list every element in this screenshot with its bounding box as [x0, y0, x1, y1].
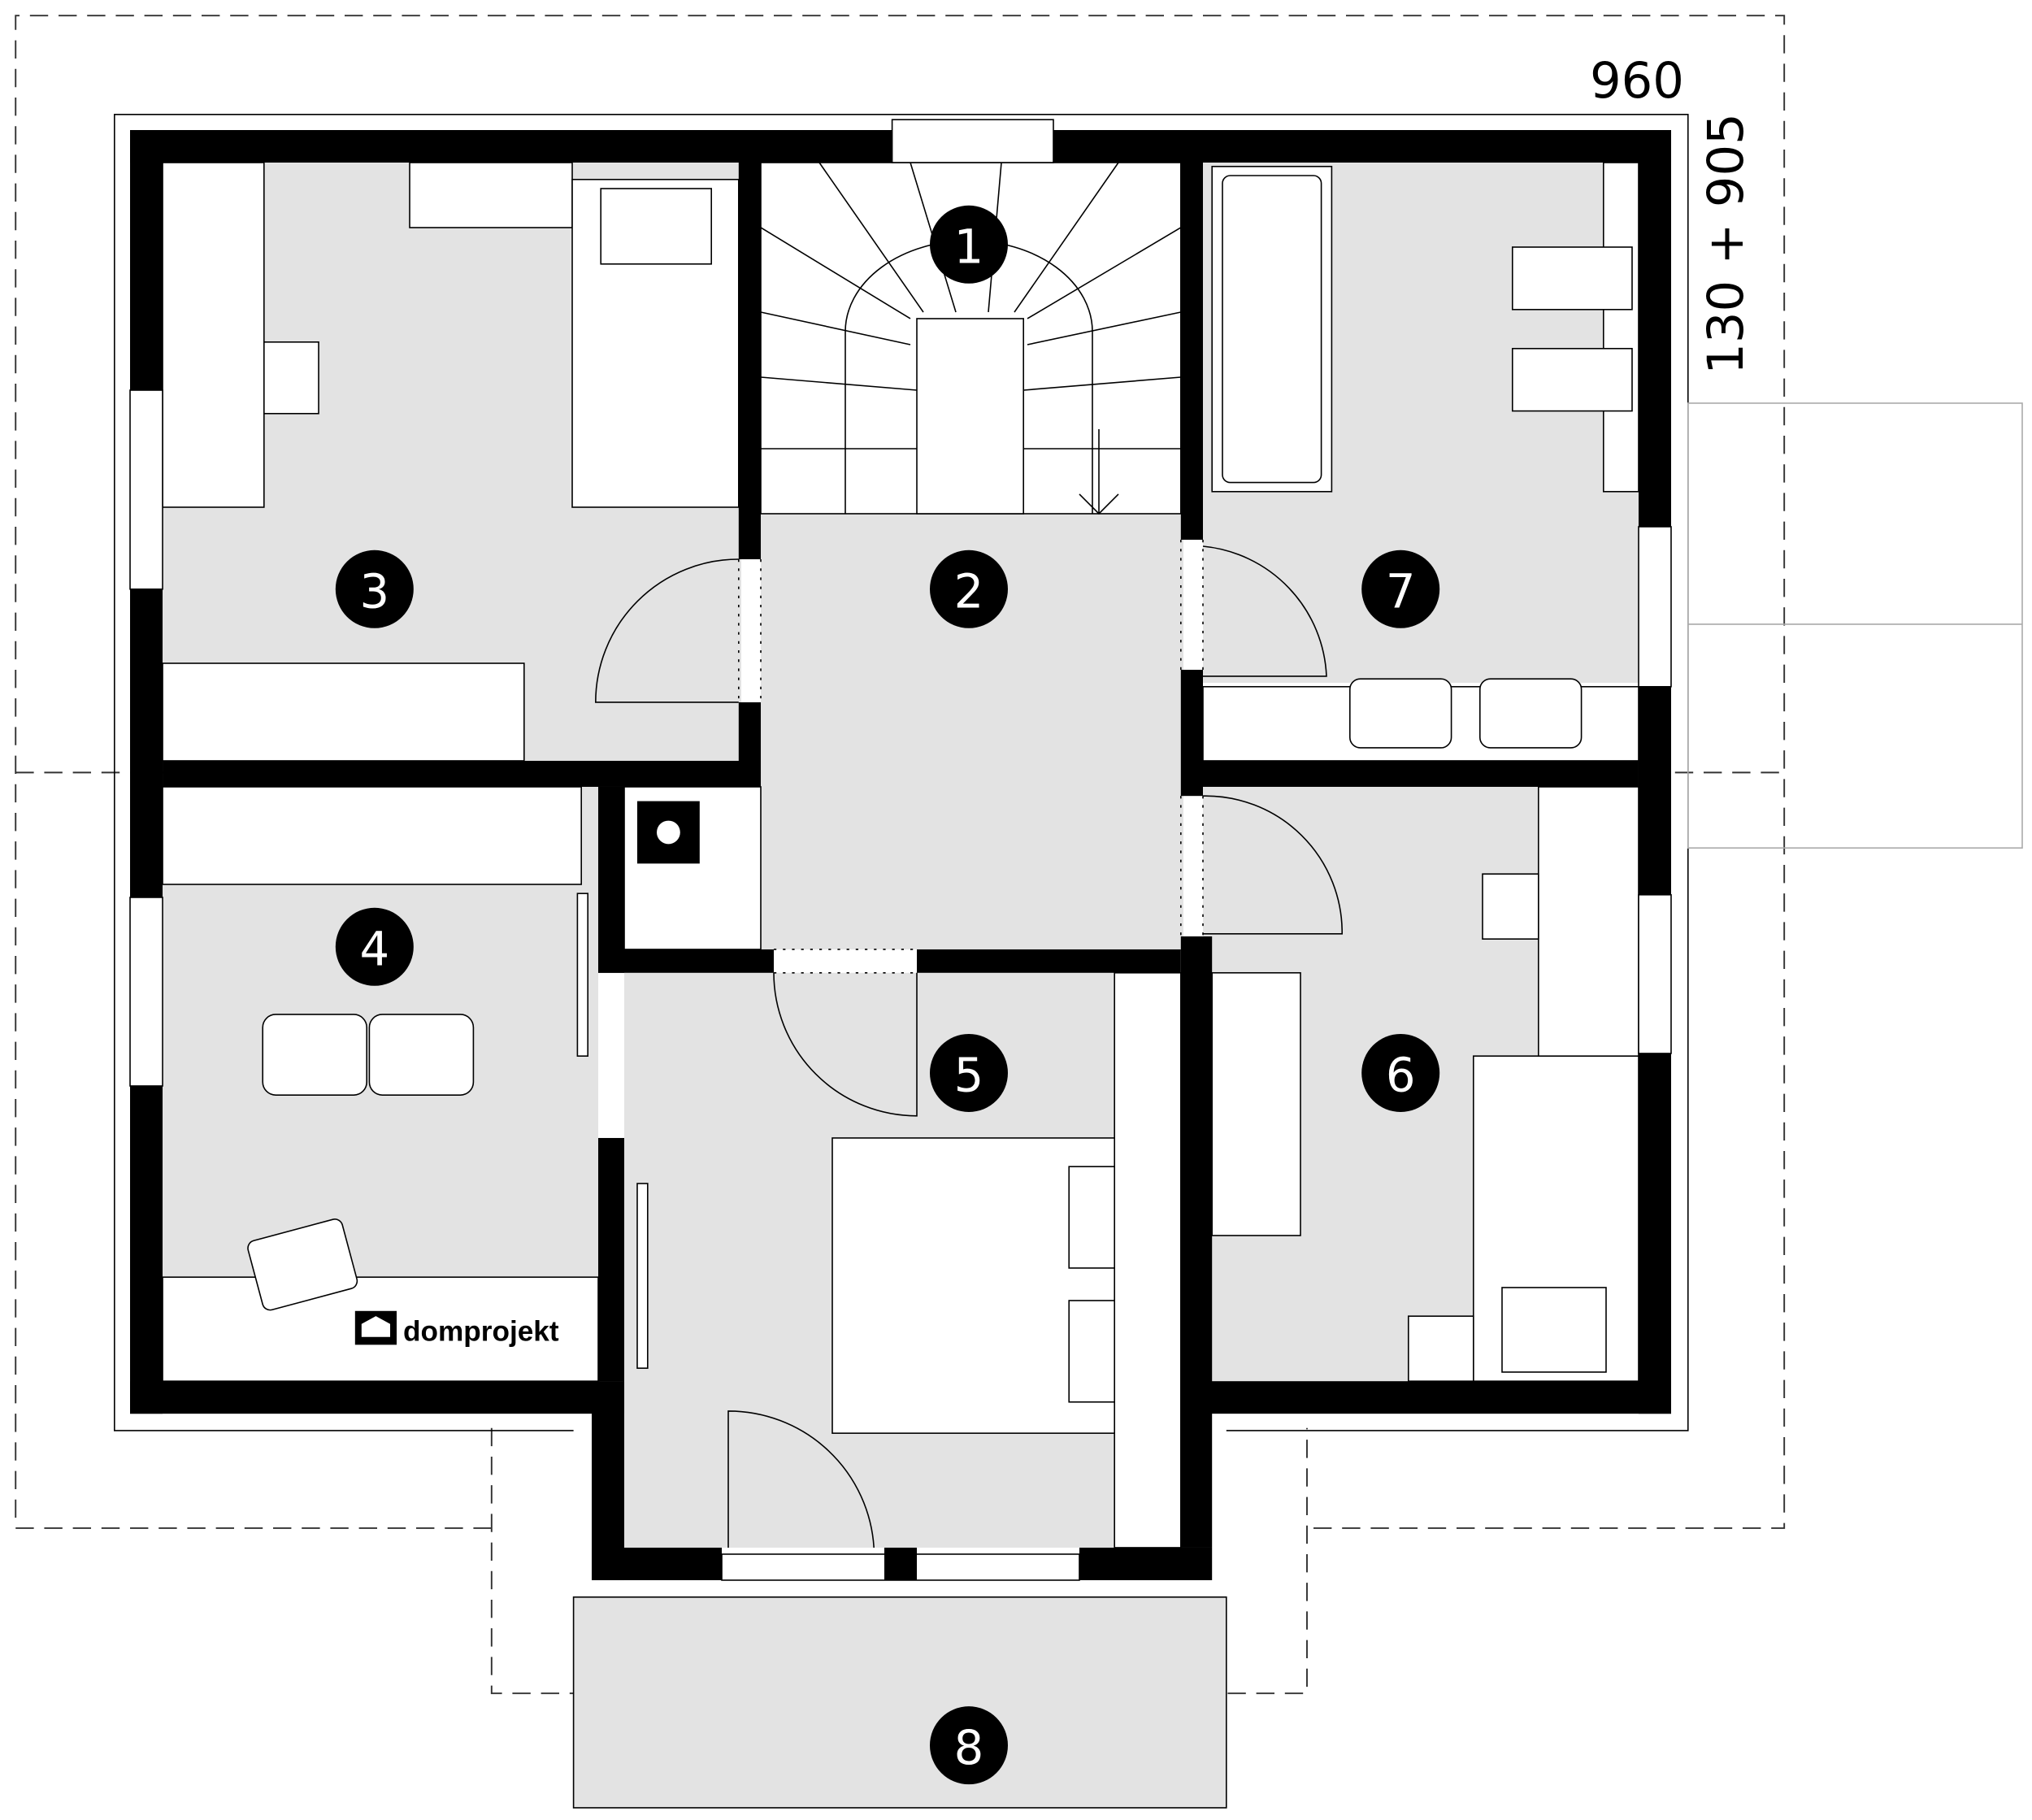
balcony	[572, 1596, 1227, 1809]
building-outline	[114, 113, 1689, 1431]
external-stairs	[1687, 402, 2023, 849]
room-number: 6	[1386, 1049, 1416, 1103]
brand-name: domprojekt	[403, 1316, 559, 1348]
room-number: 7	[1386, 564, 1416, 619]
domprojekt-logo: domprojekt	[354, 1310, 559, 1348]
dimension-width: 960	[1590, 53, 1684, 110]
room-label-4: 4	[335, 907, 414, 986]
room-label-6: 6	[1361, 1033, 1440, 1112]
room-label-8: 8	[930, 1706, 1009, 1785]
room-label-1: 1	[930, 205, 1009, 284]
room-number: 5	[954, 1049, 984, 1103]
room-number: 1	[954, 219, 984, 274]
room-number: 3	[359, 564, 389, 619]
room-label-3: 3	[335, 549, 414, 628]
dimension-depth: 130 + 905	[1698, 113, 1755, 375]
room-label-5: 5	[930, 1033, 1009, 1112]
room-label-7: 7	[1361, 549, 1440, 628]
room-number: 4	[359, 922, 389, 976]
walls	[130, 129, 1671, 1580]
room-label-2: 2	[930, 549, 1009, 628]
doors	[595, 539, 1343, 1549]
room-number: 2	[954, 564, 984, 619]
furniture	[162, 162, 1639, 1549]
room-number: 8	[954, 1721, 984, 1775]
